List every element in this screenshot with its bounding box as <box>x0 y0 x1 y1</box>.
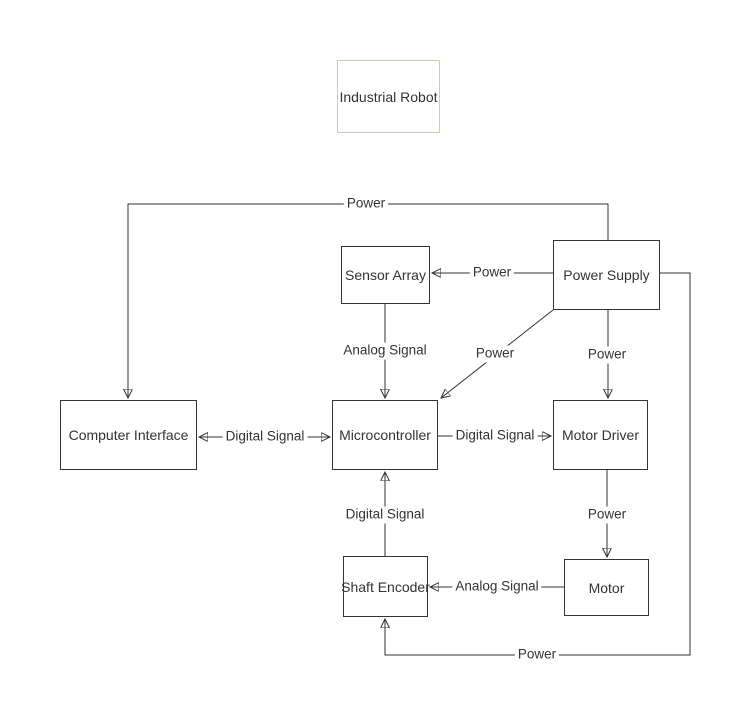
node-motor-driver: Motor Driver <box>553 400 648 470</box>
node-sensor-array-label: Sensor Array <box>345 267 426 283</box>
edge-label-motor-to-shaft-encoder: Analog Signal <box>452 578 542 596</box>
node-shaft-encoder: Shaft Encoder <box>341 556 430 617</box>
node-power-supply-label: Power Supply <box>563 267 650 283</box>
node-motor-label: Motor <box>588 579 625 596</box>
edge-label-power-supply-to-shaft-encoder: Power <box>514 646 560 664</box>
node-motor: Motor <box>564 559 649 616</box>
edge-label-sensor-array-to-microcontroller: Analog Signal <box>340 342 430 360</box>
edge-label-power-supply-to-sensor-array: Power <box>469 264 515 282</box>
node-microcontroller: Microcontroller <box>332 400 438 470</box>
edge-label-microcontroller-to-motor-driver: Digital Signal <box>452 427 538 445</box>
node-motor-driver-label: Motor Driver <box>561 427 639 443</box>
node-power-supply: Power Supply <box>553 240 660 310</box>
edge-label-shaft-encoder-to-microcontroller: Digital Signal <box>342 506 428 524</box>
node-industrial-robot-label: Industrial Robot <box>339 88 438 105</box>
node-microcontroller-label: Microcontroller <box>339 427 431 443</box>
node-shaft-encoder-label: Shaft Encoder <box>341 578 430 595</box>
edge-label-motor-driver-to-motor: Power <box>584 506 630 524</box>
node-computer-interface: Computer Interface <box>60 400 197 470</box>
edge-label-power-supply-to-microcontroller: Power <box>472 345 518 363</box>
node-computer-interface-label: Computer Interface <box>68 427 189 443</box>
node-sensor-array: Sensor Array <box>341 246 430 304</box>
edge-power-supply-to-shaft-encoder <box>385 272 691 656</box>
edge-label-computer-interface-microcontroller: Digital Signal <box>222 428 308 446</box>
edge-label-power-supply-to-computer-interface: Power <box>343 195 389 213</box>
edge-label-power-supply-to-motor-driver: Power <box>584 346 630 364</box>
node-industrial-robot: Industrial Robot <box>337 60 440 133</box>
